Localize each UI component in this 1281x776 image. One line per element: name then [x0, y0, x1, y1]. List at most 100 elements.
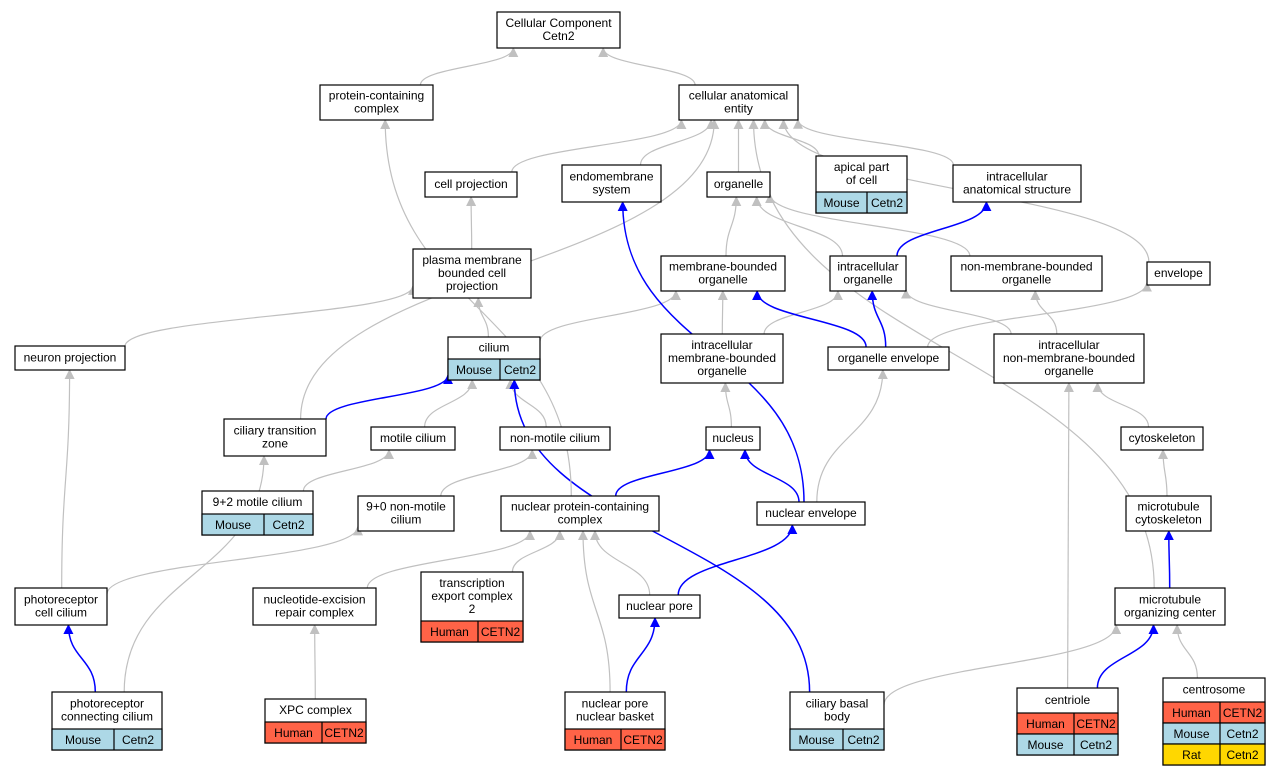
- node-ic_nmb_organelle[interactable]: intracellularnon-membrane-boundedorganel…: [993, 333, 1145, 384]
- node-box: [1114, 587, 1226, 626]
- edge-nuclear_pore-to-nuclear_envelope: [677, 524, 798, 596]
- node-label: cilium: [391, 513, 422, 527]
- node-label: nuclear envelope: [765, 506, 857, 520]
- node-neuron_projection[interactable]: neuron projection: [14, 345, 126, 371]
- node-label: nucleotide-excision: [263, 593, 365, 607]
- edge-ciliary_tz-to-cilium: [325, 374, 453, 420]
- annotation-species: Rat: [1182, 748, 1201, 762]
- node-label: Cetn2: [542, 29, 574, 43]
- annotation-row-fill: [447, 358, 541, 381]
- edge-cbb-to-mtoc: [883, 624, 1122, 705]
- node-cell_projection[interactable]: cell projection: [424, 171, 518, 198]
- node-box: [705, 426, 761, 451]
- node-label: zone: [262, 437, 288, 451]
- node-label: entity: [724, 102, 753, 116]
- node-nuclear_envelope[interactable]: nuclear envelope: [756, 501, 866, 526]
- edge-ic_organelle-to-organelle: [751, 196, 844, 257]
- edge-nmb_organelle-to-organelle: [765, 193, 971, 257]
- node-label: centriole: [1045, 693, 1091, 707]
- node-label: connecting cilium: [61, 710, 153, 724]
- node-box: [500, 495, 660, 532]
- annotation-gene: CETN2: [324, 726, 364, 740]
- node-label: organelle: [1044, 364, 1094, 378]
- annotation-species: Human: [274, 726, 313, 740]
- node-label: apical part: [834, 160, 890, 174]
- edge-mtoc-to-mt_cytoskeleton: [1163, 530, 1174, 589]
- edge-nuclear_envelope-to-organelle_envelope: [816, 369, 888, 503]
- node-label: nuclear protein-containing: [511, 500, 649, 514]
- annotation-species: Mouse: [215, 518, 251, 532]
- edge-mb_organelle-to-organelle: [725, 196, 742, 257]
- node-label: endomembrane: [569, 170, 653, 184]
- node-label: intracellular: [691, 338, 752, 352]
- node-motile_cilium[interactable]: motile cilium: [370, 426, 456, 451]
- node-nonmotile_cilium[interactable]: non-motile cilium: [499, 426, 611, 451]
- edge-photoreceptor_cilium-to-nonmotile_90: [106, 525, 363, 595]
- edge-xpc-to-ner_complex: [309, 624, 320, 700]
- edge-ner_complex-to-npc_complex: [366, 530, 535, 589]
- annotation-gene: Cetn2: [1226, 748, 1258, 762]
- annotation-species: Human: [430, 625, 469, 639]
- node-box: [993, 333, 1145, 384]
- node-box: [952, 164, 1082, 203]
- node-label: intracellular: [837, 260, 898, 274]
- node-label: export complex: [431, 589, 512, 603]
- edge-organelle_envelope-to-mb_organelle: [752, 290, 867, 348]
- annotation-row-fill: [420, 620, 524, 643]
- node-organelle[interactable]: organelle: [706, 171, 771, 198]
- node-label: XPC complex: [279, 703, 352, 717]
- edge-cae-to-root: [598, 47, 696, 86]
- node-box: [499, 426, 611, 451]
- node-label: system: [592, 183, 630, 197]
- node-label: complex: [354, 102, 399, 116]
- node-label: non-membrane-bounded: [1003, 351, 1135, 365]
- node-cytoskeleton[interactable]: cytoskeleton: [1120, 426, 1204, 451]
- node-box: [950, 255, 1103, 292]
- node-nuclear_pore[interactable]: nuclear pore: [618, 594, 701, 619]
- annotation-gene: Cetn2: [272, 518, 304, 532]
- node-nucleus[interactable]: nucleus: [705, 426, 761, 451]
- node-label: neuron projection: [24, 351, 117, 365]
- node-label: organizing center: [1124, 606, 1216, 620]
- edge-nucleus-to-ic_mb_organelle: [720, 382, 732, 428]
- node-label: protein-containing: [329, 89, 424, 103]
- node-box: [678, 84, 799, 121]
- node-label: nuclear basket: [576, 710, 655, 724]
- node-envelope[interactable]: envelope: [1146, 261, 1211, 286]
- node-label: ciliary basal: [806, 697, 869, 711]
- edge-pm_projection-to-cell_projection: [466, 196, 477, 250]
- node-organelle_envelope[interactable]: organelle envelope: [827, 346, 950, 371]
- node-box: [706, 171, 771, 198]
- annotation-gene: CETN2: [623, 733, 663, 747]
- node-box: [357, 495, 455, 532]
- edge-mt_cytoskeleton-to-cytoskeleton: [1158, 449, 1169, 497]
